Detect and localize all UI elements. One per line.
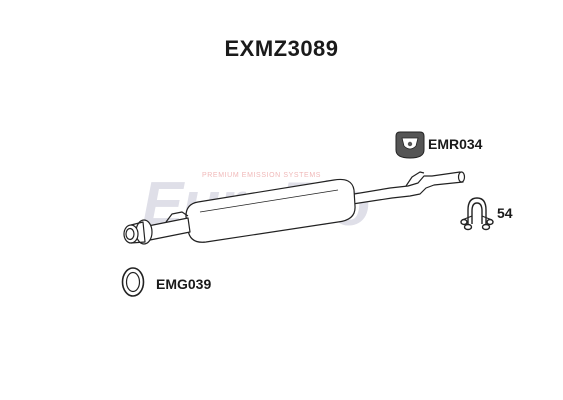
rubber-mount-icon — [395, 131, 425, 159]
gasket-code: EMG039 — [156, 276, 212, 292]
watermark-tagline: PREMIUM EMISSION SYSTEMS — [202, 172, 321, 179]
hanger-rod — [405, 171, 425, 187]
u-clamp-icon — [460, 197, 494, 231]
exhaust-middle-silencer — [123, 171, 466, 245]
rubber-mount-code: EMR034 — [428, 136, 483, 152]
inlet-collar — [130, 221, 146, 244]
silencer-seam — [199, 189, 339, 213]
inlet-pipe-mouth-inner — [125, 227, 135, 241]
silencer-body — [185, 178, 356, 243]
inlet-pipe-bend — [165, 211, 189, 223]
clamp-code: 54 — [497, 205, 513, 221]
part-number-title: EXMZ3089 — [224, 36, 339, 61]
gasket-ring-icon — [121, 267, 145, 297]
outlet-pipe-end — [457, 171, 466, 183]
